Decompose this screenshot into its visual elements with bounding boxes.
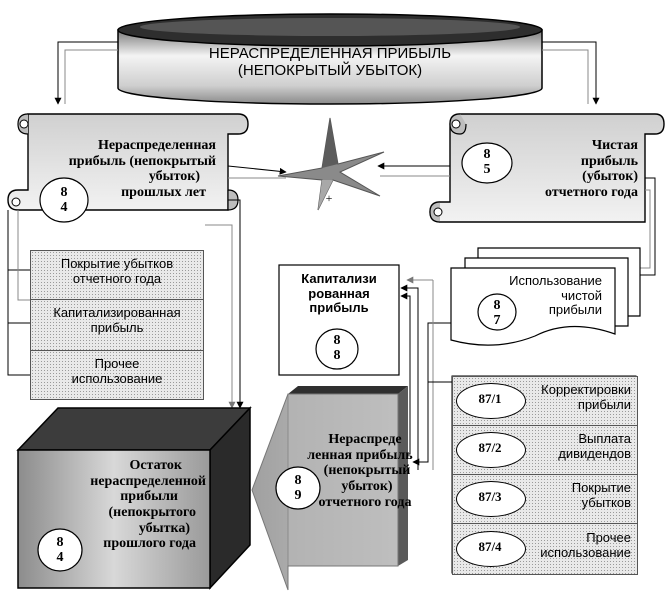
account-85: 8 5: [471, 147, 503, 177]
capitalized-box: [278, 264, 400, 376]
arrow-block-line: Нераспреде: [328, 432, 402, 447]
account-digit: 8: [493, 298, 501, 313]
scroll-right-line: Чистая: [591, 138, 638, 153]
capitalized-label: Капитализи рованная прибыль: [282, 271, 396, 316]
account-digit: 8: [333, 333, 341, 348]
cube-line: Остаток: [129, 458, 182, 473]
subaccount-label: Выплата дивидендов: [558, 431, 631, 461]
star-connectors: [227, 162, 450, 179]
subaccount-row: 87/4 Прочее использование: [452, 523, 638, 575]
capitalized-line: рованная: [308, 285, 370, 301]
arrow-block-label: Нераспреде ленная прибыль (непокрытый уб…: [302, 432, 418, 510]
account-digit: 9: [294, 487, 302, 503]
capitalized-line: прибыль: [309, 300, 369, 316]
cube-line: нераспределенной: [90, 473, 206, 489]
account-digit: 7: [493, 312, 501, 328]
account-digit: 4: [60, 199, 68, 215]
capitalized-line: Капитализи: [301, 271, 377, 286]
subaccount-code: 87/4: [478, 539, 502, 554]
title-cylinder: [117, 13, 543, 105]
subaccount-row: 87/1 Корректировки прибыли: [452, 376, 638, 426]
subaccount-row: 87/3 Покрытие убытков: [452, 474, 638, 524]
subaccount-oval: [456, 432, 526, 468]
account-87: 8 7: [481, 298, 513, 328]
scroll-left-line: прошлых лет: [121, 185, 206, 201]
usage-document-stack: [450, 247, 641, 346]
cube-line: прошлого года: [103, 536, 196, 552]
scroll-right-line: прибыль: [580, 153, 638, 169]
left-bracket: [7, 210, 30, 376]
subaccount-code: 87/1: [478, 391, 502, 406]
scroll-left-line: прибыль (непокрытый: [68, 153, 216, 169]
subaccount-label: Корректировки прибыли: [541, 382, 631, 412]
left-use-box: Прочее использование: [30, 350, 204, 400]
scroll-right-line: отчетного года: [545, 185, 638, 201]
cube-line: прибыли: [120, 489, 178, 505]
center-star-icon: [277, 117, 385, 211]
usage-line: прибыли: [548, 302, 602, 318]
left-use-label: Покрытие убытков отчетного года: [60, 256, 174, 286]
plus-sign: +: [325, 191, 333, 205]
scroll-left-line: Нераспределенная: [97, 138, 216, 153]
left-use-label: Капитализированная прибыль: [53, 305, 181, 335]
arrow-block-line: (непокрытый: [323, 463, 411, 479]
subaccount-label: Покрытие убытков: [571, 480, 631, 510]
usage-line: Использование: [509, 273, 602, 288]
account-digit: 8: [294, 473, 302, 488]
left-use-box: Капитализированная прибыль: [30, 299, 204, 351]
page-title: НЕРАСПРЕДЕЛЕННАЯ ПРИБЫЛЬ (НЕПОКРЫТЫЙ УБЫ…: [130, 45, 530, 80]
subaccount-oval: [456, 481, 526, 517]
reporting-arrow-block: [251, 386, 408, 591]
account-digit: 8: [483, 147, 491, 162]
scroll-left-label: Нераспределенная прибыль (непокрытый убы…: [32, 138, 222, 201]
arrow-block-line: отчетного года: [318, 494, 412, 510]
scroll-right: [429, 113, 665, 223]
cube-line: (непокрытого: [108, 505, 197, 521]
title-line-2: (НЕПОКРЫТЫЙ УБЫТОК): [237, 61, 423, 79]
scroll-right-label: Чистая прибыль (убыток) отчетного года: [508, 138, 638, 201]
subaccount-code: 87/2: [478, 440, 502, 455]
scroll-right-line: (убыток): [582, 169, 638, 185]
left-to-cube-connector: [205, 199, 244, 409]
account-digit: 4: [56, 549, 64, 565]
subaccount-oval: [456, 531, 526, 567]
account-89: 8 9: [282, 473, 314, 503]
cube-line: убытка): [138, 520, 190, 536]
left-use-box: Покрытие убытков отчетного года: [30, 250, 204, 300]
account-digit: 8: [60, 185, 68, 200]
subaccount-row: 87/2 Выплата дивидендов: [452, 425, 638, 475]
usage-label: Использование чистой прибыли: [490, 273, 602, 318]
cube-label: Остаток нераспределенной прибыли (непокр…: [70, 458, 206, 552]
account-digit: 8: [56, 535, 64, 550]
account-digit: 8: [333, 347, 341, 363]
account-84-top: 8 4: [48, 185, 80, 215]
arrow-block-line: убыток): [341, 479, 393, 495]
scroll-left: [7, 113, 249, 223]
usage-line: чистой: [561, 287, 602, 303]
account-84-cube: 8 4: [44, 535, 76, 565]
right-to-usage-connector: [632, 177, 656, 279]
subaccount-oval: [456, 383, 526, 419]
account-digit: 5: [483, 161, 491, 177]
left-use-label: Прочее использование: [71, 356, 163, 386]
subaccount-code: 87/3: [478, 489, 502, 504]
account-88: 8 8: [321, 333, 353, 363]
title-line-1: НЕРАСПРЕДЕЛЕННАЯ ПРИБЫЛЬ: [208, 45, 452, 62]
subaccount-label: Прочее использование: [540, 530, 631, 560]
balance-cube: [16, 406, 252, 590]
top-connectors: [54, 41, 600, 105]
scroll-left-line: убыток): [148, 169, 200, 185]
arrow-block-line: ленная прибыль: [307, 447, 413, 463]
